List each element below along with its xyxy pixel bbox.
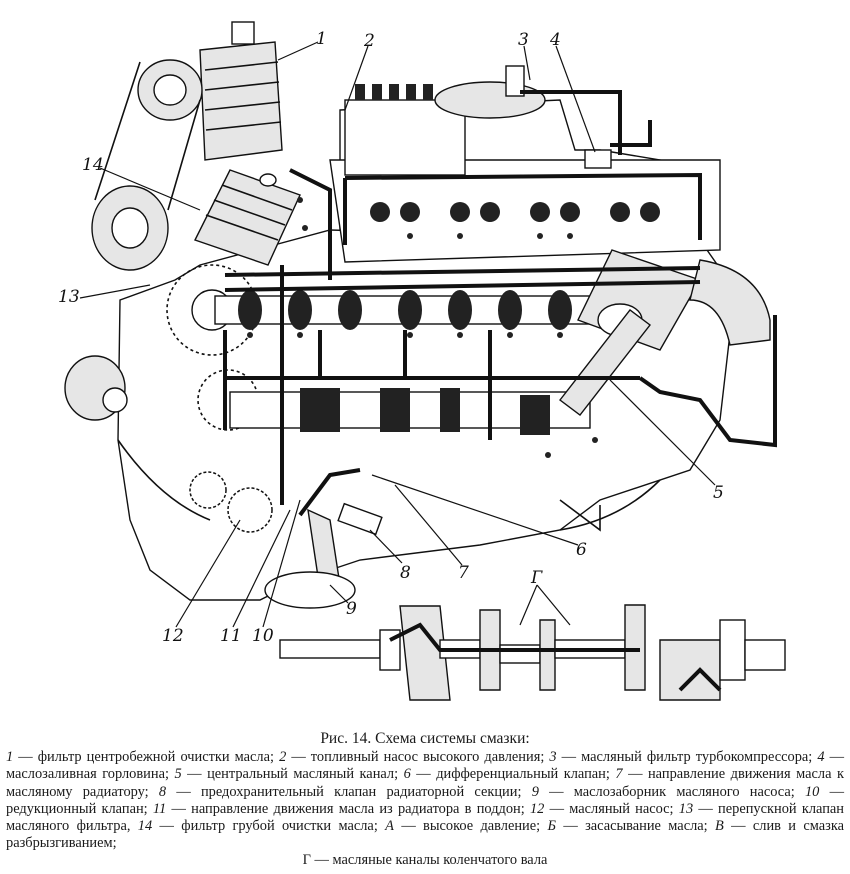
legend-entry: 9 — маслозаборник масляного насоса; xyxy=(532,784,805,800)
legend-text: — засасывание масла; xyxy=(556,818,715,835)
rocker-arms xyxy=(370,202,660,222)
legend-entry: А — высокое давление; xyxy=(385,818,547,834)
oil-drips xyxy=(247,197,598,458)
legend-number: 8 xyxy=(158,783,167,800)
legend-number: 7 xyxy=(615,766,623,783)
legend-number: 3 xyxy=(549,749,557,766)
callout-6: 6 xyxy=(576,540,587,560)
crankshaft-detail xyxy=(279,604,786,701)
engine-lubrication-diagram: 1 2 3 4 5 6 7 8 9 10 11 12 13 14 Г xyxy=(58,21,786,701)
legend-entry: 3 — масляный фильтр турбокомпрессора; xyxy=(549,749,817,765)
legend-text: — предохранительный клапан радиаторной с… xyxy=(166,783,532,800)
legend-text: — маслозаливная горловина; xyxy=(6,749,845,783)
callout-14: 14 xyxy=(82,155,104,175)
legend-number: 11 xyxy=(152,800,167,817)
legend-number: А xyxy=(385,818,394,835)
caption-legend: 1 — фильтр центробежной очистки масла; 2… xyxy=(6,749,844,852)
callout-10: 10 xyxy=(252,626,274,646)
belt-drive xyxy=(64,59,203,421)
legend-number: 4 xyxy=(817,749,825,766)
legend-number: 9 xyxy=(531,783,539,800)
callout-2: 2 xyxy=(363,31,375,51)
legend-text: — фильтр грубой очистки масла; xyxy=(152,818,386,835)
coarse-oil-filter xyxy=(194,169,301,266)
legend-entry: 8 — предохранительный клапан радиаторной… xyxy=(159,784,532,800)
legend-entry: 12 — масляный насос; xyxy=(530,801,679,817)
legend-text: — масляный фильтр турбокомпрессора; xyxy=(556,749,818,766)
callout-5: 5 xyxy=(713,483,724,503)
legend-entry: 13 — перепускной клапан масляного фильтр… xyxy=(6,801,844,834)
legend-number: В xyxy=(715,818,724,835)
legend-text: — слив и смазка разбрызгиванием; xyxy=(6,818,844,852)
legend-number: 6 xyxy=(403,766,411,783)
intake-pipe xyxy=(689,259,771,346)
oil-channels xyxy=(223,168,777,517)
legend-text: — направление движения масла к масляному… xyxy=(6,766,844,800)
legend-entry: 11 — направление движения масла из радиа… xyxy=(153,801,530,817)
legend-text: — дифференциальный клапан; xyxy=(410,766,616,783)
figure-caption: Рис. 14. Схема системы смазки: 1 — фильт… xyxy=(6,730,844,870)
callout-3: 3 xyxy=(518,30,529,50)
legend-entry: 1 — фильтр центробежной очистки масла; xyxy=(6,749,279,765)
legend-number: 14 xyxy=(137,818,153,835)
legend-text: — фильтр центробежной очистки масла; xyxy=(13,749,280,766)
legend-text: — топливный насос высокого давления; xyxy=(286,749,550,766)
oil-filler-neck xyxy=(584,149,612,169)
legend-entry: 2 — топливный насос высокого давления; xyxy=(279,749,549,765)
legend-number: 13 xyxy=(678,800,694,817)
legend-entry: 4 — маслозаливная горловина; xyxy=(6,749,844,782)
legend-text: — высокое давление; xyxy=(393,818,548,835)
legend-text: — масляный насос; xyxy=(544,800,679,817)
callout-4: 4 xyxy=(549,30,561,50)
callout-11: 11 xyxy=(220,626,242,646)
leader-lines xyxy=(79,41,716,628)
legend-entry: 6 — дифференциальный клапан; xyxy=(404,766,616,782)
legend-text: — редукционный клапан; xyxy=(6,783,844,817)
legend-number: 12 xyxy=(529,800,545,817)
legend-text: — направление движения масла из радиатор… xyxy=(166,800,530,817)
legend-entry: 5 — центральный масляный канал; xyxy=(174,766,403,782)
callout-labels: 1 2 3 4 5 6 7 8 9 10 11 12 13 14 Г xyxy=(58,29,724,646)
oil-pump-assembly xyxy=(189,471,383,609)
centrifugal-oil-filter xyxy=(199,21,283,161)
legend-number: 1 xyxy=(6,749,14,766)
legend-number: 10 xyxy=(804,783,820,800)
callout-9: 9 xyxy=(346,599,357,619)
legend-entry: 7 — направление движения масла к масляно… xyxy=(6,766,844,799)
caption-title: Рис. 14. Схема системы смазки: xyxy=(320,730,530,747)
callout-7: 7 xyxy=(458,563,469,583)
caption-last-line: Г — масляные каналы коленчатого вала xyxy=(302,852,548,869)
turbo-oil-filter xyxy=(434,65,652,155)
legend-text: — центральный масляный канал; xyxy=(181,766,404,783)
callout-1: 1 xyxy=(316,29,327,49)
legend-text: — перепускной клапан масляного фильтра, xyxy=(6,800,845,835)
callout-13: 13 xyxy=(58,287,80,307)
camshaft xyxy=(214,290,601,330)
callout-g: Г xyxy=(530,568,543,588)
legend-text: — маслозаборник масляного насоса; xyxy=(538,783,805,800)
fuel-injection-pump xyxy=(344,84,466,176)
legend-number: 2 xyxy=(279,749,287,766)
engine-crankshaft xyxy=(229,388,591,435)
legend-number: Б xyxy=(547,818,557,835)
piston-rod xyxy=(559,249,702,416)
callout-12: 12 xyxy=(162,626,184,646)
legend-entry: Б — засасывание масла; xyxy=(548,818,716,834)
legend-entry: 14 — фильтр грубой очистки масла; xyxy=(138,818,385,834)
legend-entry: В — слив и смазка разбрызгиванием; xyxy=(6,818,844,851)
legend-number: 5 xyxy=(174,766,182,783)
legend-entry: 10 — редукционный клапан; xyxy=(6,784,844,817)
callout-8: 8 xyxy=(400,563,411,583)
